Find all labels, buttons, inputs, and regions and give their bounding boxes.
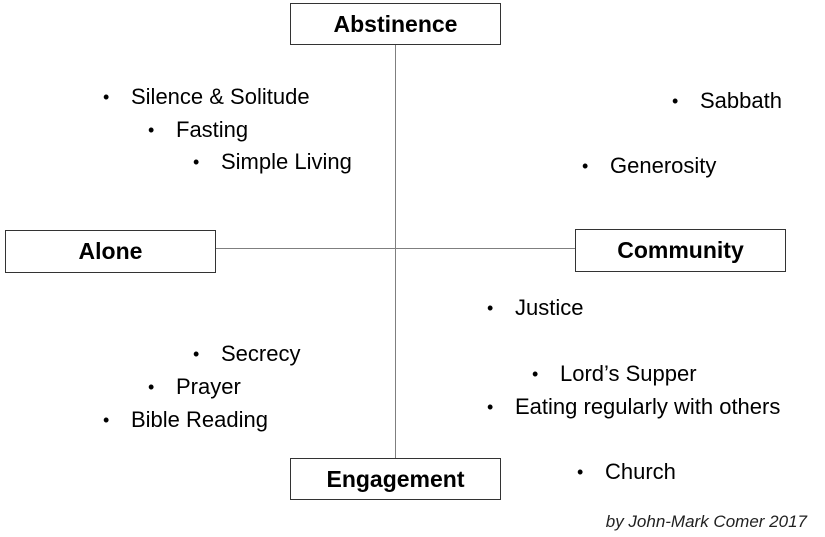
- bullet-icon: •: [193, 344, 200, 364]
- practice-label: Generosity: [610, 153, 717, 178]
- practice-label: Church: [605, 459, 676, 484]
- practice-label: Simple Living: [221, 149, 352, 174]
- bullet-icon: •: [532, 364, 539, 384]
- list-item: • Generosity: [582, 153, 716, 179]
- list-item: • Silence & Solitude: [103, 84, 310, 110]
- bullet-icon: •: [582, 156, 589, 176]
- bullet-icon: •: [487, 298, 494, 318]
- practice-label: Prayer: [176, 374, 241, 399]
- list-item: • Sabbath: [672, 88, 782, 114]
- practice-label: Bible Reading: [131, 407, 268, 432]
- list-item: • Bible Reading: [103, 407, 268, 433]
- list-item: • Eating regularly with others: [487, 394, 780, 420]
- list-item: • Fasting: [148, 117, 248, 143]
- horizontal-axis: [216, 248, 575, 249]
- practice-label: Fasting: [176, 117, 249, 142]
- bullet-icon: •: [103, 87, 110, 107]
- practice-label: Secrecy: [221, 341, 301, 366]
- list-item: • Prayer: [148, 374, 241, 400]
- bullet-icon: •: [148, 120, 155, 140]
- list-item: • Justice: [487, 295, 583, 321]
- practice-label: Silence & Solitude: [131, 84, 310, 109]
- bullet-icon: •: [577, 462, 584, 482]
- bullet-icon: •: [148, 377, 155, 397]
- axis-label-abstinence: Abstinence: [290, 3, 501, 45]
- axis-label-engagement: Engagement: [290, 458, 501, 500]
- axis-label-alone: Alone: [5, 230, 216, 273]
- practice-label: Eating regularly with others: [515, 394, 781, 419]
- author-credit: by John-Mark Comer 2017: [605, 512, 807, 531]
- list-item: • Lord’s Supper: [532, 361, 697, 387]
- vertical-axis: [395, 44, 396, 458]
- list-item: • Secrecy: [193, 341, 300, 367]
- practice-label: Justice: [515, 295, 584, 320]
- bullet-icon: •: [193, 152, 200, 172]
- list-item: • Simple Living: [193, 149, 352, 175]
- axis-label-community: Community: [575, 229, 786, 272]
- bullet-icon: •: [103, 410, 110, 430]
- list-item: • Church: [577, 459, 676, 485]
- practice-label: Sabbath: [700, 88, 782, 113]
- practice-label: Lord’s Supper: [560, 361, 697, 386]
- bullet-icon: •: [487, 397, 494, 417]
- bullet-icon: •: [672, 91, 679, 111]
